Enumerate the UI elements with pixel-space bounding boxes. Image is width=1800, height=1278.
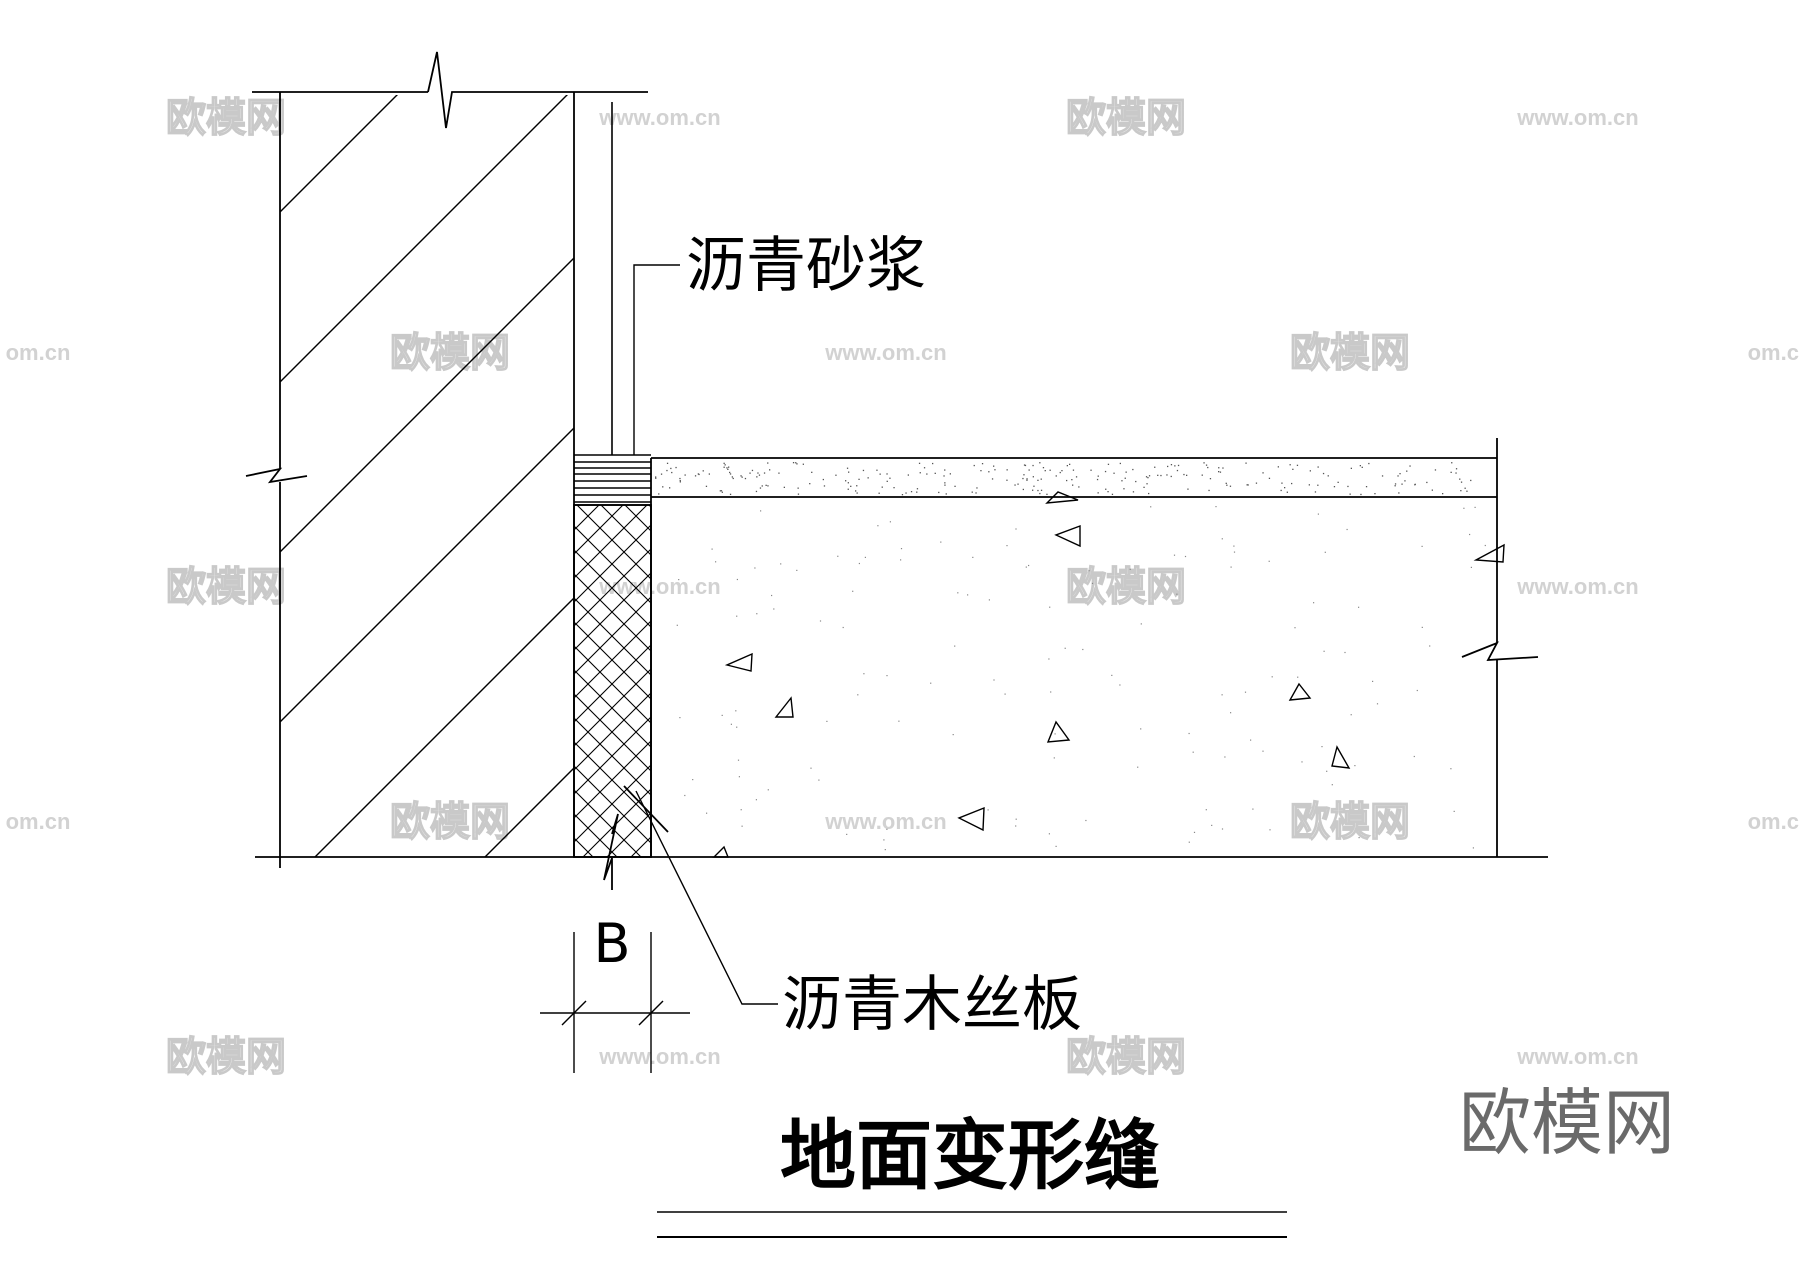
dimension-b [540, 932, 690, 1073]
dimension-b-label: B [593, 912, 630, 975]
watermark-logo: 欧模网 [1290, 799, 1410, 845]
watermark-logo: 欧模网 [390, 330, 510, 376]
watermark-logo: 欧模网 [1290, 330, 1410, 376]
watermark-logo: 欧模网 [1066, 1034, 1186, 1080]
watermark-logo: 欧模网 [166, 1034, 286, 1080]
asphalt-mortar-joint [574, 102, 651, 506]
watermark-url: www.om.cn [598, 105, 720, 130]
watermark-logo: 欧模网 [166, 564, 286, 610]
aggregate-mark [1331, 745, 1351, 769]
watermark-url: www.om.cn [1516, 1044, 1638, 1069]
watermark-url: www.om.cn [1516, 105, 1638, 130]
watermark-url: www.om.cn [598, 1044, 720, 1069]
aggregate-mark [1288, 682, 1312, 701]
watermark-logo: 欧模网 [1066, 95, 1186, 141]
watermark-url: om.cn [1748, 809, 1800, 834]
asphalt-wood-board-label: 沥青木丝板 [782, 970, 1082, 1040]
watermark-url: www.om.cn [824, 340, 946, 365]
aggregate-mark [774, 696, 794, 718]
aggregate-mark [1473, 543, 1505, 563]
watermark-logo: 欧模网 [1066, 564, 1186, 610]
watermark-url: om.cn [1748, 340, 1800, 365]
watermark-logo: 欧模网 [166, 95, 286, 141]
watermark-logo: 欧模网 [390, 799, 510, 845]
watermark-url: www.om.cn [1516, 574, 1638, 599]
aggregate-mark [712, 845, 730, 858]
watermark-layer: 欧模网 www.om.cn 欧模网 www.om.cn om.cn 欧模网 www.om.c… [6, 94, 1800, 1080]
aggregate-mark [1046, 720, 1071, 743]
watermark-url: www.om.cn [824, 809, 946, 834]
leader-lines [633, 264, 778, 1005]
asphalt-mortar-label: 沥青砂浆 [686, 231, 926, 301]
aggregate-mark [1045, 491, 1079, 504]
aggregate-mark [724, 652, 753, 672]
break-line [603, 785, 669, 890]
floor-slab [255, 438, 1548, 858]
watermark-url: om.cn [6, 340, 71, 365]
asphalt-wood-fiber-board [573, 504, 652, 858]
drawing-title: 地面变形缝 [780, 1111, 1160, 1200]
aggregate-mark [1054, 524, 1081, 548]
watermark-url: om.cn [6, 809, 71, 834]
aggregate-mark [957, 806, 985, 832]
brand-logo: 欧模网 [1459, 1081, 1675, 1165]
